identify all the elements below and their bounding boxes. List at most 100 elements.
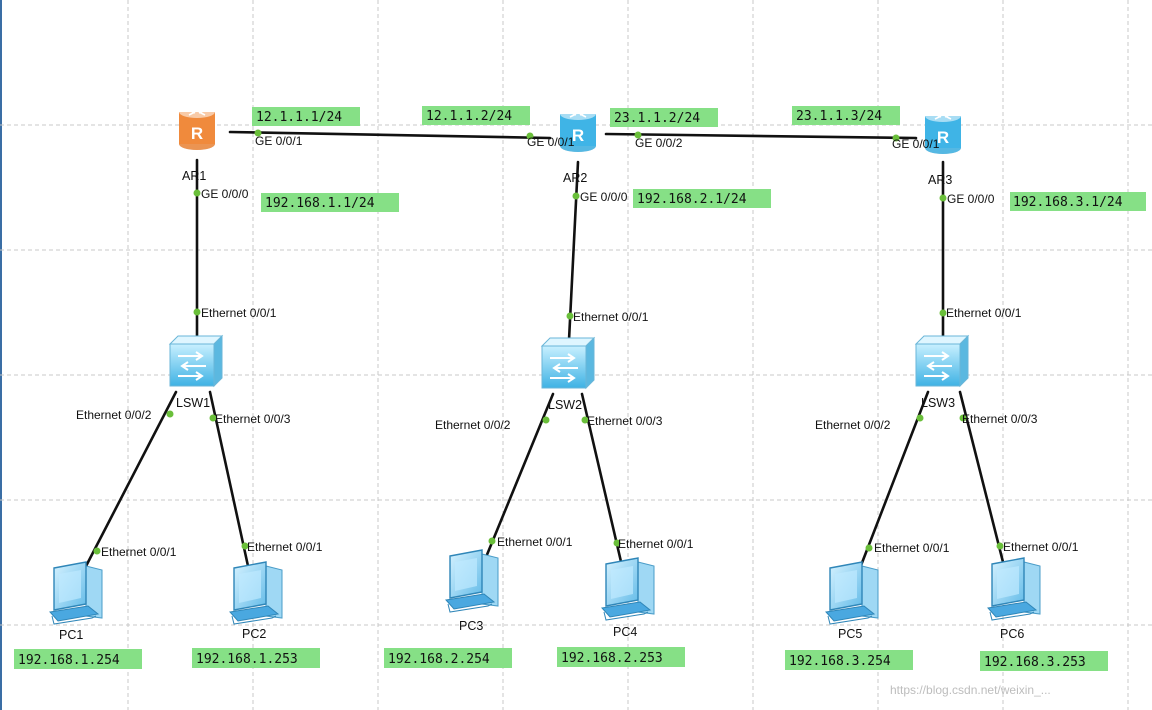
- port-dot: [613, 539, 621, 547]
- port-label-ar2-ge002: GE 0/0/2: [635, 136, 683, 150]
- switch-icon: [915, 335, 969, 387]
- device-label-lsw3: LSW3: [921, 396, 955, 410]
- port-dot: [634, 131, 642, 139]
- ip-label-ar3-ge000: 192.168.3.1/24: [1013, 195, 1123, 210]
- ip-label-pc6: 192.168.3.253: [984, 655, 1086, 670]
- ip-label-pc2: 192.168.1.253: [196, 652, 298, 667]
- device-label-pc4: PC4: [613, 625, 637, 639]
- device-label-pc3: PC3: [459, 619, 483, 633]
- port-dot: [939, 309, 947, 317]
- device-label-pc1: PC1: [59, 628, 83, 642]
- ip-label-bg: [192, 648, 320, 668]
- port-dot: [865, 544, 873, 552]
- ip-label-bg: [252, 107, 360, 126]
- port-label-lsw3-e001: Ethernet 0/0/1: [946, 306, 1022, 320]
- ip-label-ar2-ge002: 23.1.1.2/24: [614, 111, 700, 126]
- router-ar1[interactable]: [178, 105, 216, 151]
- switch-icon: [541, 337, 595, 389]
- watermark: https://blog.csdn.net/weixin_...: [890, 683, 1051, 697]
- pc-icon: [445, 549, 499, 613]
- port-label-pc4-e001: Ethernet 0/0/1: [618, 537, 694, 551]
- port-dot: [209, 414, 217, 422]
- pc-icon: [987, 557, 1041, 621]
- ip-labels: 12.1.1.1/24 192.168.1.1/24 12.1.1.2/24 2…: [14, 106, 1146, 671]
- ip-label-pc5: 192.168.3.254: [789, 654, 891, 669]
- port-label-lsw2-e002: Ethernet 0/0/2: [435, 418, 511, 432]
- port-dot: [166, 410, 174, 418]
- switch-lsw2[interactable]: [541, 337, 595, 389]
- pc-pc5[interactable]: [825, 561, 879, 625]
- port-label-pc5-e001: Ethernet 0/0/1: [874, 541, 950, 555]
- pc-pc6[interactable]: [987, 557, 1041, 621]
- port-label-ar1-ge000: GE 0/0/0: [201, 187, 249, 201]
- port-label-ar2-ge001: GE 0/0/1: [527, 135, 575, 149]
- port-label-ar2-ge000: GE 0/0/0: [580, 190, 628, 204]
- ip-label-ar2-ge000: 192.168.2.1/24: [637, 192, 747, 207]
- port-label-pc6-e001: Ethernet 0/0/1: [1003, 540, 1079, 554]
- ip-label-bg: [980, 651, 1108, 671]
- port-label-pc3-e001: Ethernet 0/0/1: [497, 535, 573, 549]
- ip-label-bg: [785, 650, 913, 670]
- link-lsw1-pc2[interactable]: [208, 390, 250, 568]
- link-ar2-ar3[interactable]: [604, 132, 918, 140]
- port-dots: [93, 129, 1004, 555]
- link-lsw1-pc1[interactable]: [82, 390, 178, 572]
- ip-label-bg: [1010, 192, 1146, 211]
- ip-label-bg: [384, 648, 512, 668]
- ip-label-ar2-ge001: 12.1.1.2/24: [426, 109, 512, 124]
- ip-label-bg: [633, 189, 771, 208]
- pc-icon: [49, 561, 103, 625]
- pc-pc2[interactable]: [229, 561, 283, 625]
- port-label-pc2-e001: Ethernet 0/0/1: [247, 540, 323, 554]
- port-dot: [959, 414, 967, 422]
- port-label-lsw2-e001: Ethernet 0/0/1: [573, 310, 649, 324]
- port-dot: [566, 312, 574, 320]
- switch-lsw3[interactable]: [915, 335, 969, 387]
- port-dot: [542, 416, 550, 424]
- device-label-lsw2: LSW2: [548, 398, 582, 412]
- device-label-ar1: AR1: [182, 169, 206, 183]
- port-dot: [193, 189, 201, 197]
- port-dot: [572, 192, 580, 200]
- device-label-ar2: AR2: [563, 171, 587, 185]
- ip-label-bg: [261, 193, 399, 212]
- port-dot: [193, 308, 201, 316]
- ip-label-pc4: 192.168.2.253: [561, 651, 663, 666]
- port-dot: [996, 542, 1004, 550]
- link-lsw3-pc5[interactable]: [858, 390, 930, 570]
- ip-label-bg: [610, 108, 718, 127]
- ip-label-ar3-ge001: 23.1.1.3/24: [796, 109, 882, 124]
- ip-label-pc3: 192.168.2.254: [388, 652, 490, 667]
- link-lsw3-pc6[interactable]: [958, 390, 1006, 568]
- device-label-ar3: AR3: [928, 173, 952, 187]
- pc-pc1[interactable]: [49, 561, 103, 625]
- pc-pc4[interactable]: [601, 557, 655, 621]
- port-dot: [254, 129, 262, 137]
- port-label-ar3-ge000: GE 0/0/0: [947, 192, 995, 206]
- ip-label-ar1-ge000: 192.168.1.1/24: [265, 196, 375, 211]
- pc-pc3[interactable]: [445, 549, 499, 613]
- ip-label-ar1-ge001: 12.1.1.1/24: [256, 110, 342, 125]
- device-labels: AR1 AR2 AR3 LSW1 LSW2 LSW3 PC1 PC2 PC3 P…: [59, 169, 1024, 642]
- link-lsw2-pc3[interactable]: [482, 392, 555, 564]
- switch-icon: [169, 335, 223, 387]
- port-label-lsw1-e001: Ethernet 0/0/1: [201, 306, 277, 320]
- port-label-pc1-e001: Ethernet 0/0/1: [101, 545, 177, 559]
- port-dot: [939, 194, 947, 202]
- switch-lsw1[interactable]: [169, 335, 223, 387]
- device-label-lsw1: LSW1: [176, 396, 210, 410]
- port-label-lsw3-e003: Ethernet 0/0/3: [962, 412, 1038, 426]
- ip-label-bg: [14, 649, 142, 669]
- link-ar2-lsw2[interactable]: [567, 160, 580, 342]
- pc-icon: [601, 557, 655, 621]
- port-labels: GE 0/0/1 GE 0/0/0 GE 0/0/1 GE 0/0/2 GE 0…: [76, 134, 1079, 559]
- device-label-pc6: PC6: [1000, 627, 1024, 641]
- port-label-lsw3-e002: Ethernet 0/0/2: [815, 418, 891, 432]
- pc-icon: [825, 561, 879, 625]
- link-ar1-ar2[interactable]: [228, 130, 552, 140]
- router-orange-icon: [178, 105, 216, 151]
- port-dot: [581, 416, 589, 424]
- link-lsw2-pc4[interactable]: [580, 392, 624, 568]
- port-label-lsw2-e003: Ethernet 0/0/3: [587, 414, 663, 428]
